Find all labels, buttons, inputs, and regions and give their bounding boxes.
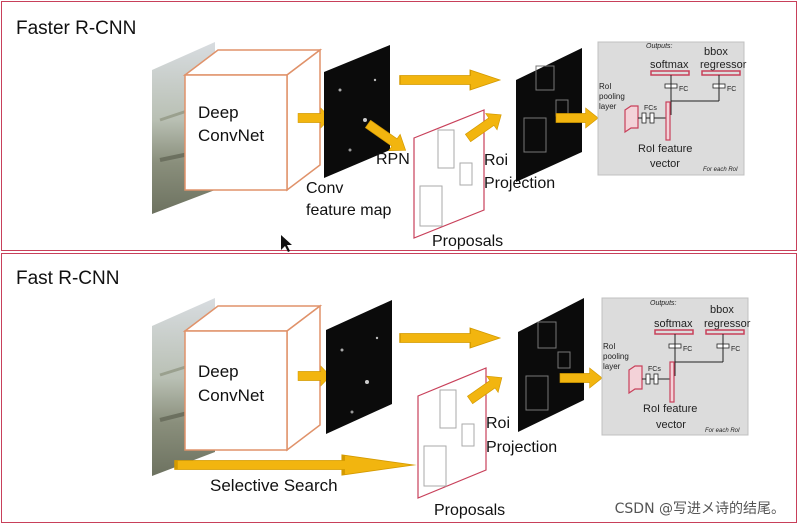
roi-pool-label-line1: RoI [599, 82, 611, 91]
roi-pool-label-line2: pooling [599, 92, 625, 101]
conv-feature-map [326, 300, 392, 434]
roi-label-line2: Projection [484, 175, 555, 192]
feature-map-label-line1: Conv [306, 180, 343, 197]
roi-pool-label-line2: pooling [603, 352, 629, 361]
roi-label-line1: Roi [486, 415, 510, 432]
roi-pool-label-line3: layer [603, 362, 621, 371]
convnet-label-line1: Deep [198, 103, 239, 122]
rpn-label: RPN [376, 151, 410, 168]
deep-convnet-cube: Deep ConvNet [182, 48, 323, 192]
detection-head: Outputs: softmax bbox regressor FC FC Ro… [597, 41, 747, 176]
arrow-feature-to-roi [399, 327, 501, 349]
roi-label-line1: Roi [484, 152, 508, 169]
proposals-label: Proposals [434, 502, 505, 519]
conv-feature-map [324, 45, 390, 178]
fcs-label: FCs [648, 366, 661, 373]
proposals-sheet [413, 109, 485, 239]
detection-head: Outputs: softmax bbox regressor FC FC Ro… [601, 297, 751, 436]
bbox-label-line1: bbox [710, 304, 734, 316]
outputs-label: Outputs: [646, 43, 673, 50]
fc-label-a: FC [679, 86, 688, 93]
softmax-label: softmax [654, 318, 693, 330]
convnet-label-line1: Deep [198, 362, 239, 381]
faster-rcnn-diagram: Faster R-CNN Deep ConvNet Conv feature m… [16, 18, 747, 252]
fc-label-b: FC [727, 86, 736, 93]
roi-feature-map [518, 298, 584, 432]
fcs-label: FCs [644, 105, 657, 112]
bbox-label-line2: regressor [704, 318, 751, 330]
arrow-feature-to-roi [399, 69, 501, 91]
roi-vector-label-line1: RoI feature [638, 143, 692, 155]
for-each-roi-label: For each RoI [705, 428, 740, 434]
deep-convnet-cube: Deep ConvNet [182, 304, 323, 452]
convnet-label-line2: ConvNet [198, 126, 264, 145]
selective-search-label: Selective Search [210, 476, 338, 495]
mouse-cursor-icon [281, 235, 292, 252]
arrow-selective-search [174, 453, 416, 477]
roi-feature-map [516, 48, 582, 182]
bbox-label-line2: regressor [700, 59, 747, 71]
roi-vector-label-line1: RoI feature [643, 403, 697, 415]
fast-rcnn-diagram: Fast R-CNN Deep ConvNet Selective Search [16, 268, 751, 519]
panel-title: Fast R-CNN [16, 268, 119, 289]
watermark: CSDN @写进メ诗的结尾。 [614, 501, 785, 517]
proposals-label: Proposals [432, 233, 503, 250]
proposals-sheet [417, 367, 487, 499]
feature-map-label-line2: feature map [306, 202, 391, 219]
fc-label-b: FC [731, 346, 740, 353]
roi-pool-label-line1: RoI [603, 342, 615, 351]
roi-label-line2: Projection [486, 439, 557, 456]
roi-pool-label-line3: layer [599, 102, 617, 111]
fc-label-a: FC [683, 346, 692, 353]
softmax-label: softmax [650, 59, 689, 71]
roi-vector-label-line2: vector [650, 158, 680, 170]
convnet-label-line2: ConvNet [198, 386, 264, 405]
for-each-roi-label: For each RoI [703, 167, 738, 173]
panel-title: Faster R-CNN [16, 18, 136, 39]
bbox-label-line1: bbox [704, 46, 728, 58]
roi-vector-label-line2: vector [656, 419, 686, 431]
outputs-label: Outputs: [650, 300, 677, 307]
